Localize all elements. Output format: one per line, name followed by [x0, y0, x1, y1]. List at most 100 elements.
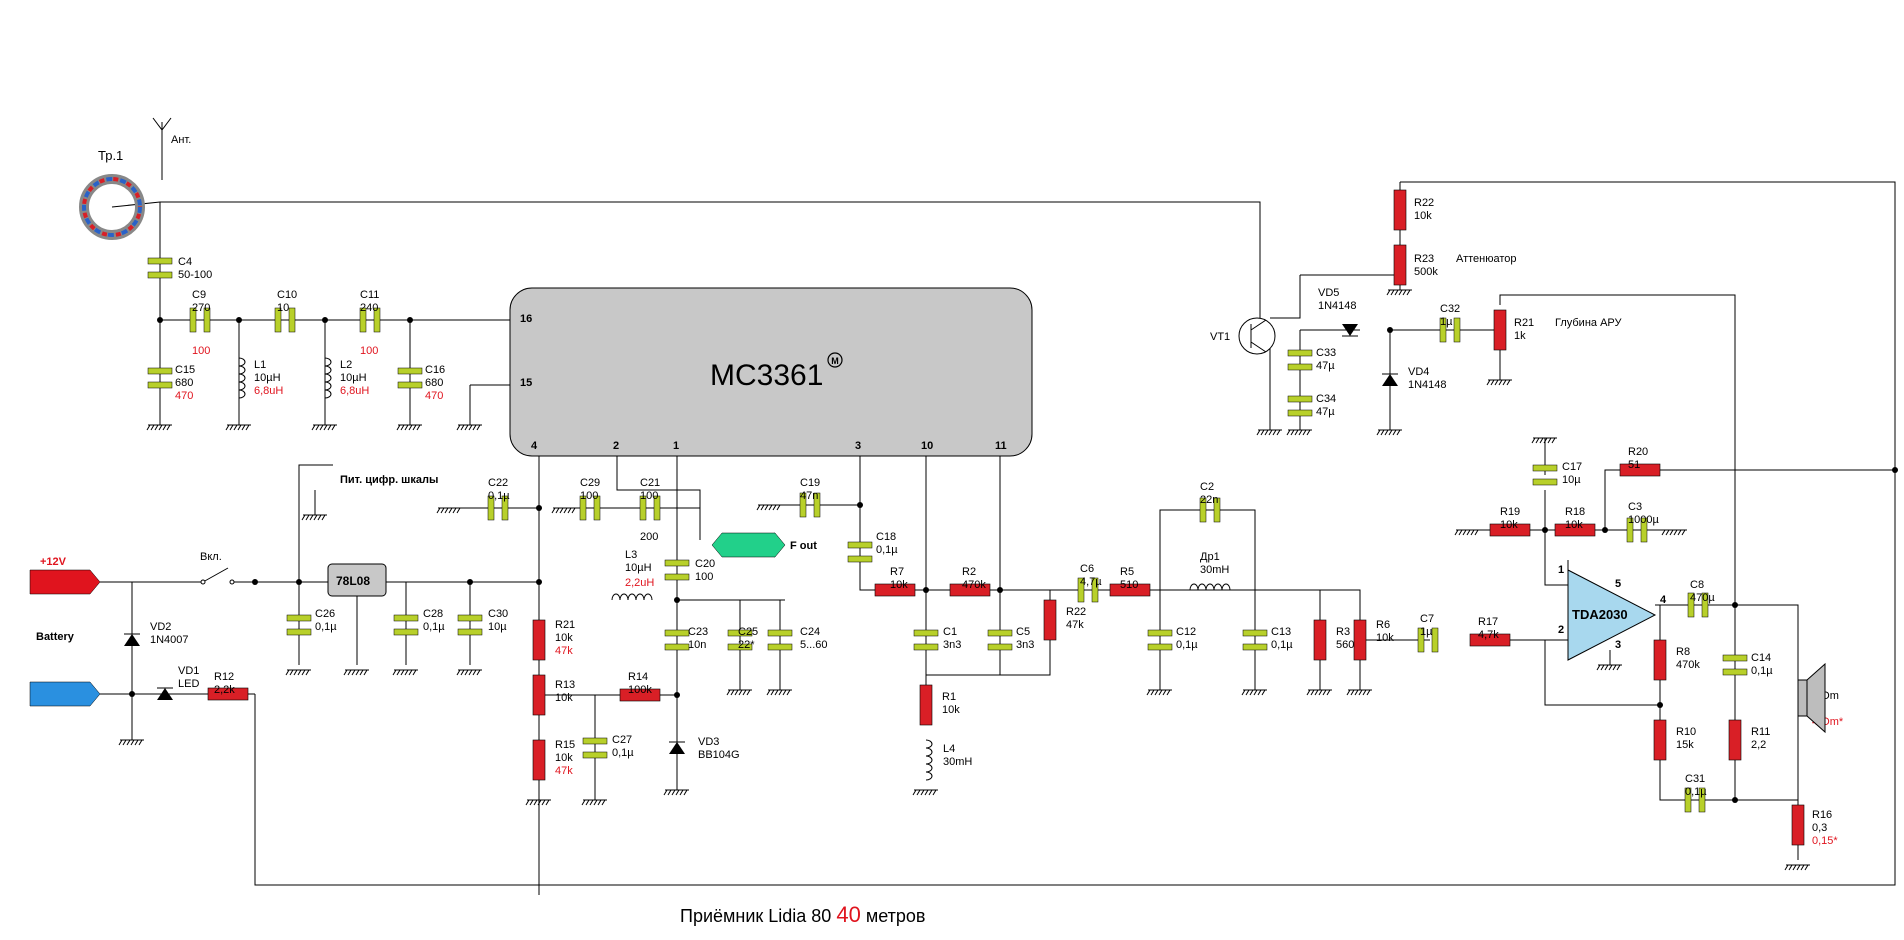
component-ref: R12: [214, 671, 234, 683]
component-alt-value: 100: [192, 345, 210, 357]
capacitor-plate: [813, 492, 821, 518]
component-ref: C22: [488, 477, 508, 489]
component-alt-value: 47k: [555, 765, 573, 777]
resistor: [1043, 599, 1057, 641]
component-value: 100: [695, 571, 713, 583]
component-value: 1000µ: [1628, 514, 1659, 526]
component-value: 10k: [555, 692, 573, 704]
chip-pin-labels: 16 15 4 2 1 3 10 11: [520, 313, 1007, 452]
capacitor-plate: [1213, 497, 1221, 523]
capacitor-plate: [582, 751, 608, 759]
inductor-icon: [324, 357, 332, 399]
component-ref: C24: [800, 626, 820, 638]
capacitor-plate: [1242, 643, 1268, 651]
junction-dot: [467, 579, 473, 585]
component-value: 270: [192, 302, 210, 314]
component-ref: R13: [555, 679, 575, 691]
title-highlight: 40: [836, 902, 860, 927]
resistor: [1791, 804, 1805, 846]
ground-icon: [1454, 529, 1480, 536]
component-value: 1N4148: [1318, 300, 1357, 312]
title-suffix: метров: [866, 906, 926, 926]
inductor-icon: [611, 593, 653, 601]
capacitor-plate: [847, 555, 873, 563]
inductor-icon: [925, 739, 933, 781]
diagram-title: Приёмник Lidia 80 40 метров: [680, 902, 925, 927]
capacitor: [1532, 464, 1558, 472]
pin-11: 11: [995, 440, 1007, 452]
junction-dot: [923, 587, 929, 593]
regulator-label: 78L08: [336, 574, 370, 588]
capacitor: [1417, 627, 1425, 653]
component-value: 30mH: [1200, 564, 1229, 576]
ground-icon: [1596, 664, 1622, 671]
component-value: 1k: [1514, 330, 1526, 342]
component-value: 1N4148: [1408, 379, 1447, 391]
power-label: +12V: [40, 556, 67, 568]
junction-dot: [157, 317, 163, 323]
component-value: 2,2k: [214, 684, 235, 696]
tda2030-amplifier: TDA2030 1 2 3 4 5: [1558, 564, 1667, 661]
component-alt-value: 100: [360, 345, 378, 357]
junction-dot: [857, 502, 863, 508]
junction-dot: [1542, 527, 1548, 533]
capacitor-plate: [1722, 668, 1748, 676]
resistor: [1489, 523, 1531, 537]
component-value: 0,1µ: [1751, 665, 1773, 677]
component-value: 680: [425, 377, 443, 389]
chip-logo: M: [831, 356, 839, 366]
amp-name: TDA2030: [1572, 607, 1628, 622]
capacitor: [1147, 629, 1173, 637]
ground-icon: [756, 504, 782, 511]
capacitor-plate: [1287, 363, 1313, 371]
capacitor: [582, 737, 608, 745]
component-ref: VD5: [1318, 287, 1339, 299]
capacitor-plate: [1091, 577, 1099, 603]
component-ref: C15: [175, 364, 195, 376]
component-value: 3n3: [1016, 639, 1034, 651]
component-value: 240: [360, 302, 378, 314]
component-value: 47k: [1066, 619, 1084, 631]
capacitor-plate: [203, 307, 211, 333]
power-plus-terminal: +12V: [29, 556, 101, 595]
component-ref: C30: [488, 608, 508, 620]
component-value: 0,1µ: [1176, 639, 1198, 651]
motorola-logo-icon: [827, 352, 843, 368]
component-value: 10k: [890, 579, 908, 591]
ground-icon: [1346, 689, 1372, 696]
component-ref: R8: [1676, 646, 1690, 658]
component-alt-value: 2,2uH: [625, 577, 654, 589]
capacitor: [913, 629, 939, 637]
component-value: 0,1µ: [1685, 786, 1707, 798]
component-alt-value: Глубина АРУ: [1555, 317, 1623, 329]
junction-dot: [252, 579, 258, 585]
capacitor: [664, 629, 690, 637]
component-value: 1µ: [1440, 316, 1453, 328]
capacitor: [727, 629, 753, 637]
junction-dot: [322, 317, 328, 323]
ground-icon: [1241, 689, 1267, 696]
component-value: 0,1µ: [423, 621, 445, 633]
component-ref: C34: [1316, 393, 1336, 405]
capacitor-plate: [1701, 592, 1709, 618]
component-alt-value: 470: [425, 390, 443, 402]
inductor-icon: [1189, 583, 1231, 591]
speaker-icon: [1797, 662, 1826, 734]
component-value: 0,1µ: [612, 747, 634, 759]
amp-pin-1: 1: [1558, 564, 1564, 576]
capacitor: [189, 307, 197, 333]
resistor: [1393, 244, 1407, 286]
